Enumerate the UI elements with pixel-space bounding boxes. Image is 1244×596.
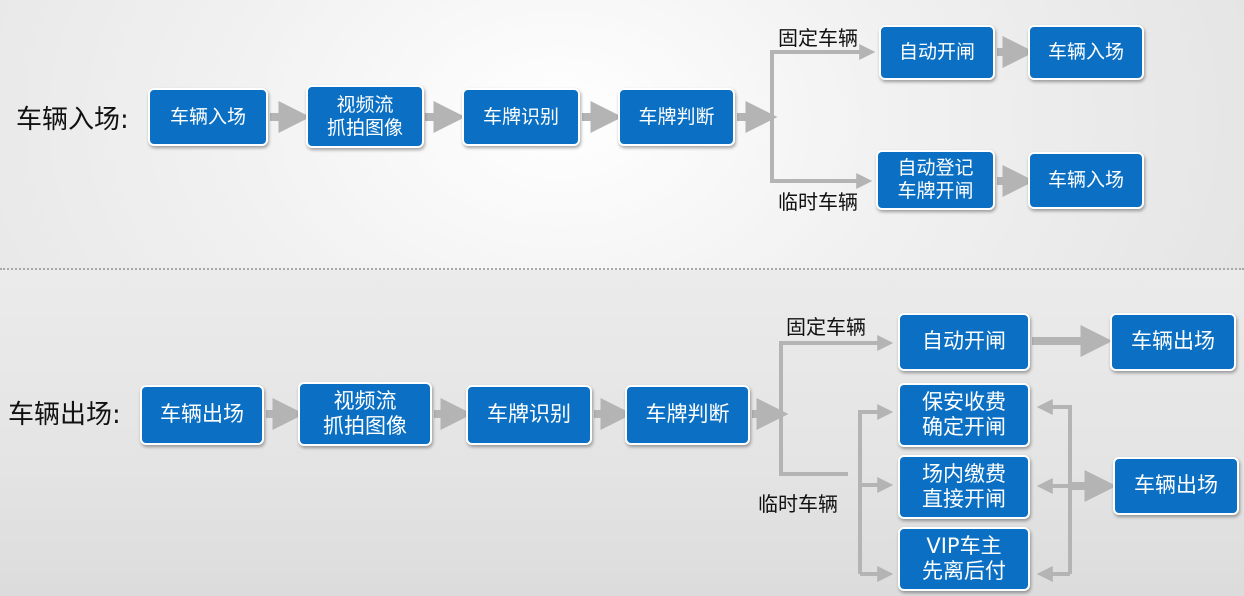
- exit-branch-temp-label: 临时车辆: [758, 492, 838, 516]
- entry-fixed-auto-open: 自动开闸: [879, 25, 995, 80]
- exit-step-vehicle-exit: 车辆出场: [140, 385, 264, 445]
- entry-step-video-capture: 视频流 抓拍图像: [306, 85, 424, 148]
- exit-option-guard-charge: 保安收费 确定开闸: [898, 383, 1030, 447]
- exit-option-vip-pay-later: VIP车主 先离后付: [898, 527, 1030, 591]
- exit-fixed-auto-open: 自动开闸: [898, 313, 1030, 371]
- entry-step-plate-judgment: 车牌判断: [618, 88, 735, 146]
- exit-temp-vehicle-exit: 车辆出场: [1113, 457, 1239, 515]
- entry-branch-fixed-label: 固定车辆: [778, 26, 858, 50]
- connector: [779, 414, 848, 476]
- entry-temp-auto-register: 自动登记 车牌开闸: [876, 150, 995, 210]
- exit-step-plate-judgment: 车牌判断: [625, 385, 750, 445]
- exit-arrows: [266, 325, 1117, 582]
- entry-temp-vehicle-enter: 车辆入场: [1028, 152, 1144, 209]
- connector: [858, 404, 894, 574]
- exit-step-video-capture: 视频流 抓拍图像: [298, 382, 432, 446]
- exit-branch-fixed-label: 固定车辆: [786, 315, 866, 339]
- connector: [770, 44, 876, 117]
- exit-fixed-vehicle-exit: 车辆出场: [1110, 313, 1236, 371]
- connector: [770, 117, 873, 189]
- entry-fixed-vehicle-enter: 车辆入场: [1028, 25, 1144, 80]
- exit-step-plate-recognition: 车牌识别: [466, 385, 592, 445]
- entry-title: 车辆入场:: [16, 105, 129, 135]
- section-divider: [0, 268, 1244, 270]
- entry-step-plate-recognition: 车牌识别: [462, 88, 580, 146]
- exit-title: 车辆出场:: [8, 400, 121, 430]
- connector: [779, 335, 894, 414]
- entry-arrows: [270, 36, 1035, 197]
- entry-branch-temp-label: 临时车辆: [778, 190, 858, 214]
- entry-step-vehicle-enter: 车辆入场: [148, 88, 268, 146]
- exit-option-onsite-payment: 场内缴费 直接开闸: [898, 455, 1030, 519]
- connector: [1036, 399, 1072, 574]
